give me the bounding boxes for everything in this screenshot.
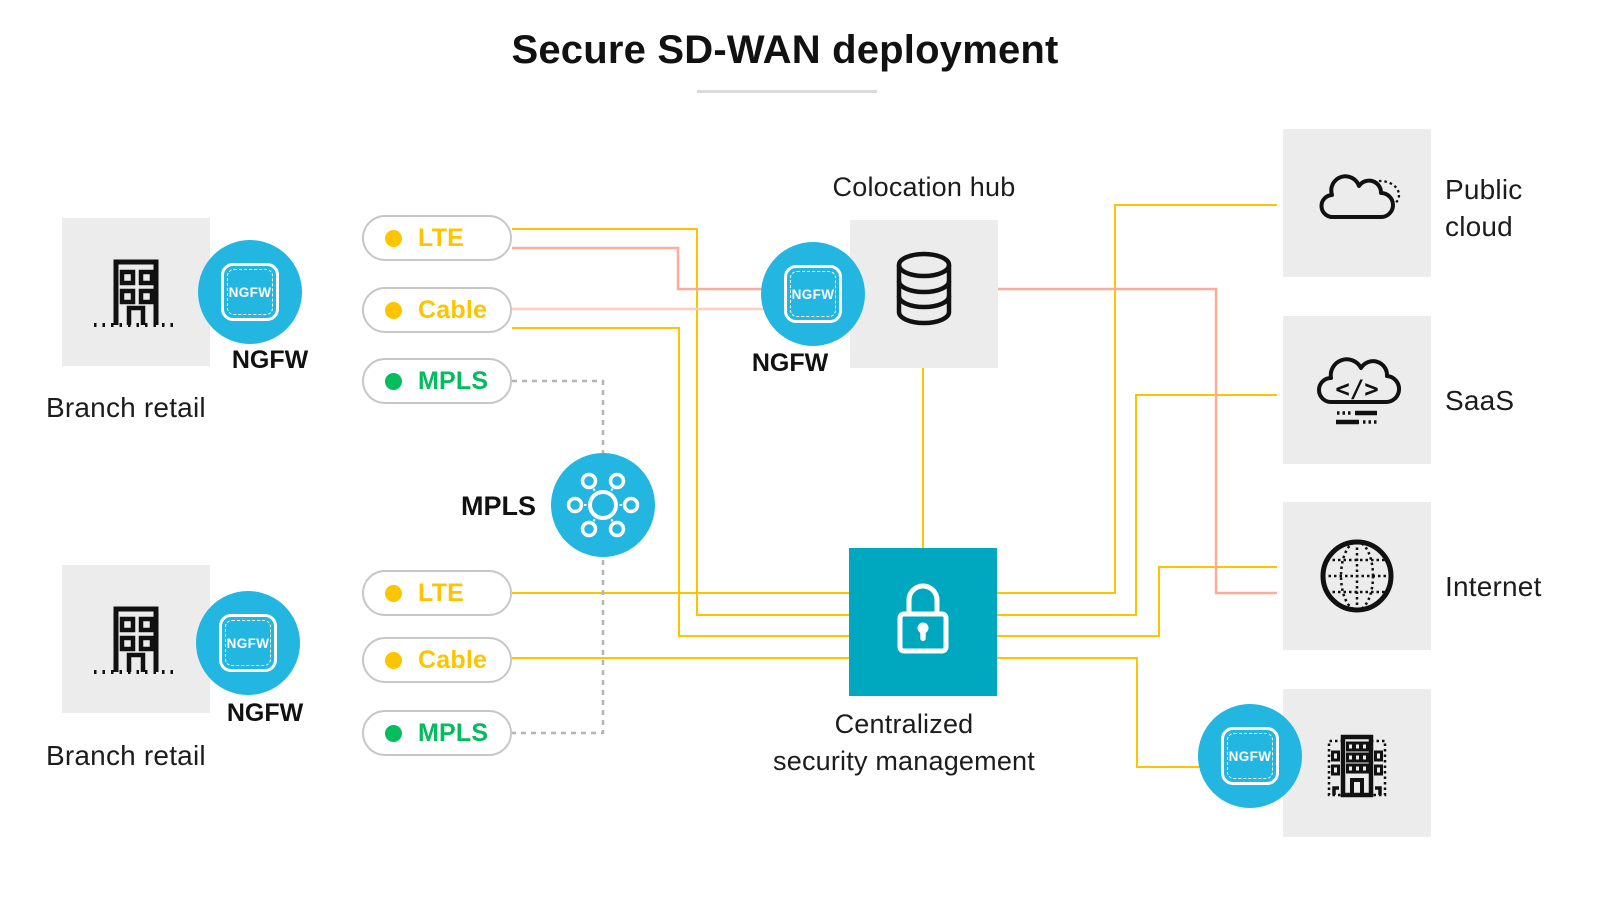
datacenter-box <box>1283 689 1431 837</box>
pill-mpls-top: MPLS <box>362 358 512 404</box>
saas-box: </> <box>1283 316 1431 464</box>
line-bottom-lte-yellow <box>512 204 1277 594</box>
ngfw-badge-text: NGFW <box>791 286 835 302</box>
ngfw-badge-icon: NGFW <box>221 263 279 321</box>
saas-label: SaaS <box>1445 385 1515 416</box>
branch1-ngfw-caption: NGFW <box>231 346 309 374</box>
ngfw-badge-icon: NGFW <box>219 614 277 672</box>
ngfw-badge-text: NGFW <box>1228 748 1272 764</box>
ngfw-badge-icon: NGFW <box>1221 727 1279 785</box>
datacenter-building-icon <box>1327 734 1387 798</box>
branch1-box <box>62 218 210 366</box>
cable-dot-icon <box>385 651 402 669</box>
public-cloud-label-line1: Public <box>1445 174 1523 205</box>
public-cloud-label-line2: cloud <box>1445 211 1513 242</box>
pill-lte-bottom: LTE <box>362 570 512 616</box>
title-underline <box>697 90 877 93</box>
public-cloud-box <box>1283 129 1431 277</box>
pill-cable-top: Cable <box>362 287 512 333</box>
ngfw-badge-icon: NGFW <box>784 265 842 323</box>
branch2-ngfw-caption: NGFW <box>226 699 304 727</box>
cloud-icon <box>1319 174 1401 219</box>
globe-icon <box>1320 539 1394 613</box>
branch2-ngfw-circle: NGFW <box>196 591 300 695</box>
saas-cloud-code-icon: </> <box>1317 357 1401 425</box>
security-management-label: Centralized security management <box>704 706 1104 780</box>
pill-label: MPLS <box>418 366 489 395</box>
pill-lte-top: LTE <box>362 215 512 261</box>
internet-label: Internet <box>1445 571 1542 602</box>
mpls-cloud-label: MPLS <box>460 491 536 521</box>
pill-label: LTE <box>418 223 464 252</box>
branch2-label: Branch retail <box>46 740 206 771</box>
security-label-line1: Centralized <box>834 709 974 739</box>
security-management-box <box>849 548 997 696</box>
pill-cable-bottom: Cable <box>362 637 512 683</box>
security-label-line2: security management <box>773 746 1035 776</box>
lte-dot-icon <box>385 229 402 247</box>
ngfw-badge-text: NGFW <box>226 635 270 651</box>
pill-label: Cable <box>418 295 488 324</box>
colocation-ngfw-circle: NGFW <box>761 242 865 346</box>
pill-mpls-bottom: MPLS <box>362 710 512 756</box>
building-icon <box>94 606 178 674</box>
colocation-hub-box <box>850 220 998 368</box>
ngfw-badge-text: NGFW <box>228 284 272 300</box>
building-icon <box>94 259 178 327</box>
mpls-dot-icon <box>385 372 402 390</box>
page-title: Secure SD-WAN deployment <box>511 28 1059 72</box>
mpls-cloud-circle <box>551 453 655 557</box>
pill-label: Cable <box>418 645 488 674</box>
branch2-box <box>62 565 210 713</box>
mpls-dot-icon <box>385 724 402 742</box>
pill-label: LTE <box>418 578 464 607</box>
datacenter-ngfw-circle: NGFW <box>1198 704 1302 808</box>
line-bottom-cable-yellow <box>512 657 1212 768</box>
colocation-ngfw-caption: NGFW <box>751 349 829 377</box>
colocation-hub-label: Colocation hub <box>832 172 1016 202</box>
public-cloud-label: Public cloud <box>1445 171 1522 245</box>
branch1-label: Branch retail <box>46 392 206 423</box>
database-icon <box>896 251 952 326</box>
code-glyph: </> <box>1335 375 1378 403</box>
lte-dot-icon <box>385 584 402 602</box>
padlock-icon <box>897 583 949 654</box>
mpls-network-icon <box>566 472 640 538</box>
branch1-ngfw-circle: NGFW <box>198 240 302 344</box>
cable-dot-icon <box>385 301 402 319</box>
pill-label: MPLS <box>418 718 489 747</box>
internet-box <box>1283 502 1431 650</box>
